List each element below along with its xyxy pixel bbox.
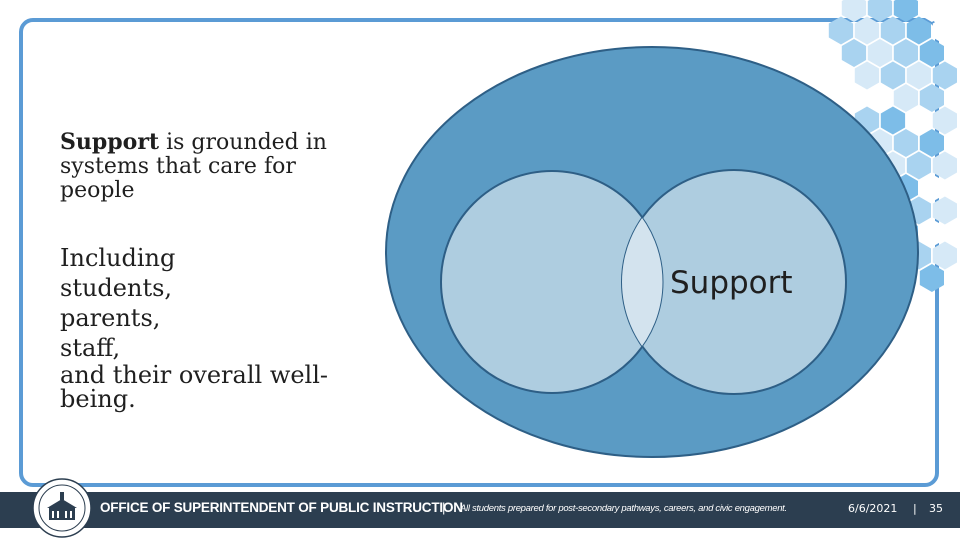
hexagon-tile <box>932 106 957 135</box>
list-heading: Including <box>60 244 176 272</box>
hexagon-tile <box>932 241 957 270</box>
footer-separator: | <box>442 500 446 515</box>
slide-date: 6/6/2021 <box>848 502 898 515</box>
hexagon-tile <box>854 61 880 90</box>
hexagon-tile <box>893 0 918 22</box>
left-text-block: Support is grounded in systems that care… <box>60 130 360 411</box>
intro-paragraph: Support is grounded in systems that care… <box>60 130 360 203</box>
venn-diagram: Support <box>385 46 919 458</box>
office-name: OFFICE OF SUPERINTENDENT OF PUBLIC INSTR… <box>100 500 463 515</box>
left-circle-outline <box>440 170 664 394</box>
footer-bar <box>0 492 960 528</box>
hexagon-tile <box>893 39 918 67</box>
ospi-seal-icon <box>32 478 92 538</box>
including-list: Including students, parents, staff, and … <box>60 243 360 411</box>
intro-rest: is grounded in systems that care for peo… <box>60 130 327 203</box>
hexagon-tile <box>867 39 893 67</box>
support-label: Support <box>670 265 793 301</box>
hexagon-tile <box>893 129 918 157</box>
hexagon-tile <box>854 16 880 45</box>
footer-tagline: All students prepared for post-secondary… <box>460 503 787 514</box>
hexagon-tile <box>919 39 944 67</box>
hexagon-tile <box>906 106 931 135</box>
hexagon-tile <box>932 16 957 45</box>
hexagon-tile <box>919 0 944 22</box>
hexagon-tile <box>867 84 893 112</box>
hexagon-tile <box>906 151 931 180</box>
hexagon-tile <box>919 264 944 292</box>
hexagon-tile <box>906 61 931 90</box>
hexagon-tile <box>919 174 944 202</box>
hexagon-tile <box>906 16 931 45</box>
hexagon-tile <box>893 84 918 112</box>
hexagon-tile <box>932 151 957 180</box>
hexagon-tile <box>841 0 867 22</box>
hexagon-tile <box>841 39 867 67</box>
hexagon-tile <box>919 84 944 112</box>
hexagon-tile <box>880 106 906 135</box>
hexagon-tile <box>867 0 893 22</box>
list-item: and their overall well-being. <box>60 361 329 413</box>
list-item: students, <box>60 274 173 302</box>
intro-bold: Support <box>60 129 160 155</box>
page-separator: | <box>913 502 917 515</box>
list-item: parents, <box>60 304 161 332</box>
hexagon-tile <box>932 61 957 90</box>
footer-stripe <box>0 528 960 540</box>
hexagon-tile <box>880 61 906 90</box>
hexagon-tile <box>828 16 854 45</box>
hexagon-tile <box>932 196 957 225</box>
hexagon-tile <box>919 219 944 247</box>
list-item: staff, <box>60 334 121 362</box>
page-number: 35 <box>929 502 943 515</box>
hexagon-tile <box>919 129 944 157</box>
hexagon-tile <box>880 16 906 45</box>
